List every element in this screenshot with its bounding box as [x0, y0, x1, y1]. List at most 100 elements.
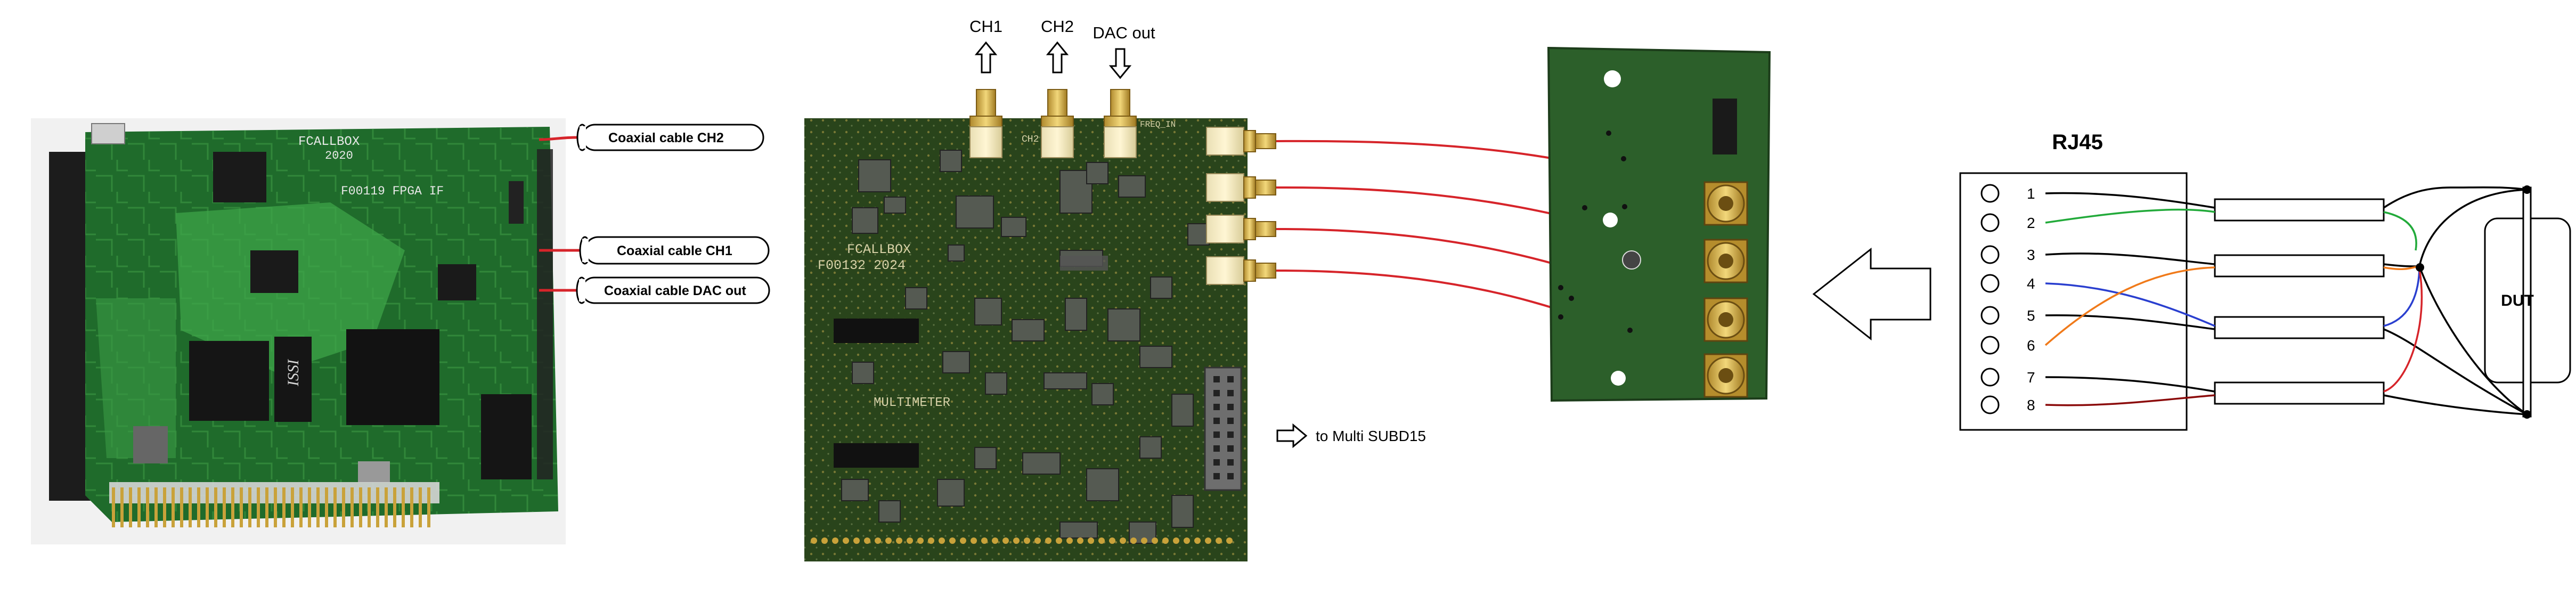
board1-chip-label: ISSI — [284, 358, 302, 387]
cable-sleeves — [2214, 198, 2385, 405]
wire-junction — [2416, 263, 2424, 272]
board2-silk-freq: FREQ_IN — [1140, 120, 1176, 129]
ch2-arrow-up-icon — [1046, 41, 1069, 74]
rj45-pin-hole — [1980, 306, 2000, 325]
board1-coax-cables — [539, 136, 581, 292]
smd-component — [1022, 452, 1061, 475]
board2-silk-ch2: CH2 — [1022, 134, 1039, 145]
label-dac-out: DAC out — [1093, 23, 1155, 42]
rj45-pin-hole — [1980, 213, 2000, 232]
smd-component — [1107, 308, 1140, 341]
smd-component — [1012, 319, 1045, 341]
smd-component — [905, 287, 927, 309]
rj45-pin-number: 8 — [2027, 397, 2035, 413]
smd-component — [1187, 223, 1210, 246]
relay — [834, 319, 919, 343]
rj45-pin-number: 4 — [2027, 275, 2035, 292]
top-sma-connectors — [969, 89, 1137, 158]
callout-coax-dac-out-label: Coaxial cable DAC out — [604, 283, 746, 298]
panel-sma-connectors — [1703, 181, 1748, 398]
rj45-pin-number: 6 — [2027, 337, 2035, 354]
cable-sleeve — [2214, 198, 2385, 222]
rj45-pin-hole — [1980, 184, 2000, 203]
smd-component — [1001, 217, 1026, 237]
sram-chip — [274, 337, 312, 422]
rj45-pin-number: 3 — [2027, 247, 2035, 263]
label-ch2: CH2 — [1041, 17, 1074, 36]
dut-terminal-top — [2523, 185, 2531, 194]
smd-component — [858, 159, 891, 192]
smd-component — [1091, 383, 1114, 405]
board1-silk-brand: FCALLBOX — [298, 135, 360, 149]
smd-component — [942, 351, 970, 373]
ic-chip — [250, 250, 298, 293]
smd-component — [1065, 298, 1087, 331]
fpga-board-photo: ISSI FCALLBOX 2020 F00119 FPGA IF Coaxia… — [31, 118, 770, 544]
rj45-pin-number: 7 — [2027, 369, 2035, 386]
smd-component — [1118, 175, 1146, 198]
fpga-chip — [346, 329, 439, 425]
relay — [834, 443, 919, 468]
smd-component — [878, 500, 901, 523]
smd-component — [1086, 162, 1108, 184]
big-arrow-left-icon — [1812, 247, 1931, 341]
rj45-pin-hole — [1980, 395, 2000, 414]
callout-coax-ch2: Coaxial cable CH2 — [576, 124, 764, 151]
callout-coax-dac-out: Coaxial cable DAC out — [576, 276, 770, 304]
rj45-pin-hole — [1980, 274, 2000, 293]
board1-silk-code: F00119 FPGA IF — [341, 184, 444, 198]
subd-note: to Multi SUBD15 — [1316, 428, 1426, 444]
subd-header — [1204, 366, 1242, 491]
smd-component — [1086, 468, 1119, 501]
board2-silk-brand: FCALLBOX — [847, 242, 911, 257]
smd-component — [956, 195, 994, 229]
rj45-pin-number: 5 — [2027, 307, 2035, 324]
callout-coax-ch2-label: Coaxial cable CH2 — [608, 131, 724, 145]
cable-sleeve — [2214, 381, 2385, 405]
ch1-arrow-up-icon — [974, 41, 998, 74]
right-sma-connectors — [1206, 127, 1276, 285]
rj45-pin-hole — [1980, 245, 2000, 264]
smd-component — [1139, 346, 1172, 368]
smd-component — [841, 479, 869, 501]
smd-component — [974, 447, 997, 469]
smd-component — [1059, 521, 1098, 539]
dut-terminal-bottom — [2523, 410, 2531, 419]
rj45-pin-hole — [1980, 368, 2000, 387]
smd-component — [884, 197, 906, 214]
crystal — [358, 461, 390, 483]
smd-component — [852, 207, 878, 234]
subd-arrow-right-icon — [1276, 423, 1308, 449]
sram-chip — [189, 341, 269, 421]
rj45-wires — [2044, 186, 2528, 415]
board2-silk-code: F00132 2024 — [818, 258, 906, 273]
smd-component — [937, 479, 965, 507]
board2-silk-multimeter: MULTIMETER — [874, 396, 950, 410]
cable-sleeve — [2214, 254, 2385, 278]
smd-component — [1171, 394, 1194, 427]
board1-silk-year: 2020 — [325, 149, 353, 162]
smd-component — [940, 150, 962, 172]
label-ch1: CH1 — [969, 17, 1002, 36]
connector-panel — [1547, 46, 1771, 402]
cable-sleeve — [2214, 316, 2385, 339]
callout-coax-ch1-label: Coaxial cable CH1 — [617, 243, 732, 258]
board2-components — [841, 150, 1210, 544]
smd-component — [985, 372, 1007, 395]
rj45-pin-number: 1 — [2027, 185, 2035, 202]
smd-component — [1044, 372, 1087, 389]
smd-component — [1150, 276, 1172, 299]
smd-component — [948, 245, 965, 262]
smd-component — [974, 298, 1002, 325]
crystal — [133, 426, 168, 463]
ic-chip — [213, 152, 266, 202]
ic-chip — [481, 394, 532, 479]
smd-component — [852, 362, 874, 384]
smd-component — [1139, 436, 1162, 459]
callout-coax-ch1: Coaxial cable CH1 — [579, 236, 770, 265]
rj45-title: RJ45 — [2052, 131, 2103, 154]
